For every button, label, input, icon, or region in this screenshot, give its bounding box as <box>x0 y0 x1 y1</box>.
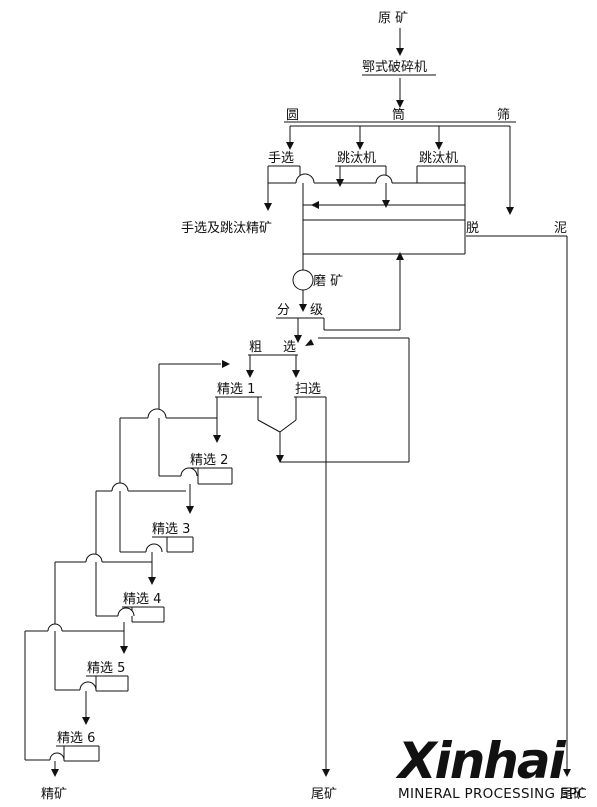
cleaner-3-label: 精选 3 <box>152 522 190 537</box>
logo-tagline: MINERAL PROCESSING EPC <box>398 786 587 802</box>
cleaner-5-label: 精选 5 <box>87 661 125 676</box>
rougher-label-left: 粗 <box>249 340 262 355</box>
hand-sorting-label: 手选 <box>268 151 294 166</box>
xinhai-logo: Xinhai MINERAL PROCESSING EPC <box>395 732 587 802</box>
hand-jig-concentrate-label: 手选及跳汰精矿 <box>181 221 272 236</box>
rougher-label-right: 选 <box>283 340 296 355</box>
scavenger-label: 扫选 <box>295 382 321 397</box>
desliming-label-left: 脱 <box>466 221 479 236</box>
classifying-label-right: 级 <box>310 303 323 318</box>
cleaner-2-label: 精选 2 <box>190 453 228 468</box>
jig-1-label: 跳汰机 <box>337 151 376 166</box>
classifying-label-left: 分 <box>277 303 290 318</box>
cleaner-4-label: 精选 4 <box>123 592 161 607</box>
grinding-label: 磨 矿 <box>313 274 343 289</box>
tailings-right-label: 尾矿 <box>560 787 586 802</box>
cleaner-1-label: 精选 1 <box>217 382 255 397</box>
screen-label-mid: 筒 <box>392 107 405 123</box>
cleaner-circuit-lines <box>24 360 233 777</box>
grinding-classifying-lines <box>276 252 404 343</box>
raw-ore-label: 原 矿 <box>378 11 408 26</box>
jaw-crusher-label: 鄂式破碎机 <box>362 60 427 75</box>
cleaner-6-label: 精选 6 <box>57 731 95 746</box>
jig-2-label: 跳汰机 <box>419 151 458 166</box>
crushing-screening-lines <box>264 28 571 777</box>
logo-wordmark: Xinhai <box>395 732 567 790</box>
desliming-label-right: 泥 <box>554 221 567 236</box>
concentrate-label: 精矿 <box>41 787 67 802</box>
grinding-mill-icon <box>292 269 314 291</box>
rougher-scavenger-lines <box>215 337 410 777</box>
tailings-label: 尾矿 <box>311 787 337 802</box>
screen-label-right: 筛 <box>497 108 510 123</box>
screen-label-left: 圆 <box>286 108 299 123</box>
